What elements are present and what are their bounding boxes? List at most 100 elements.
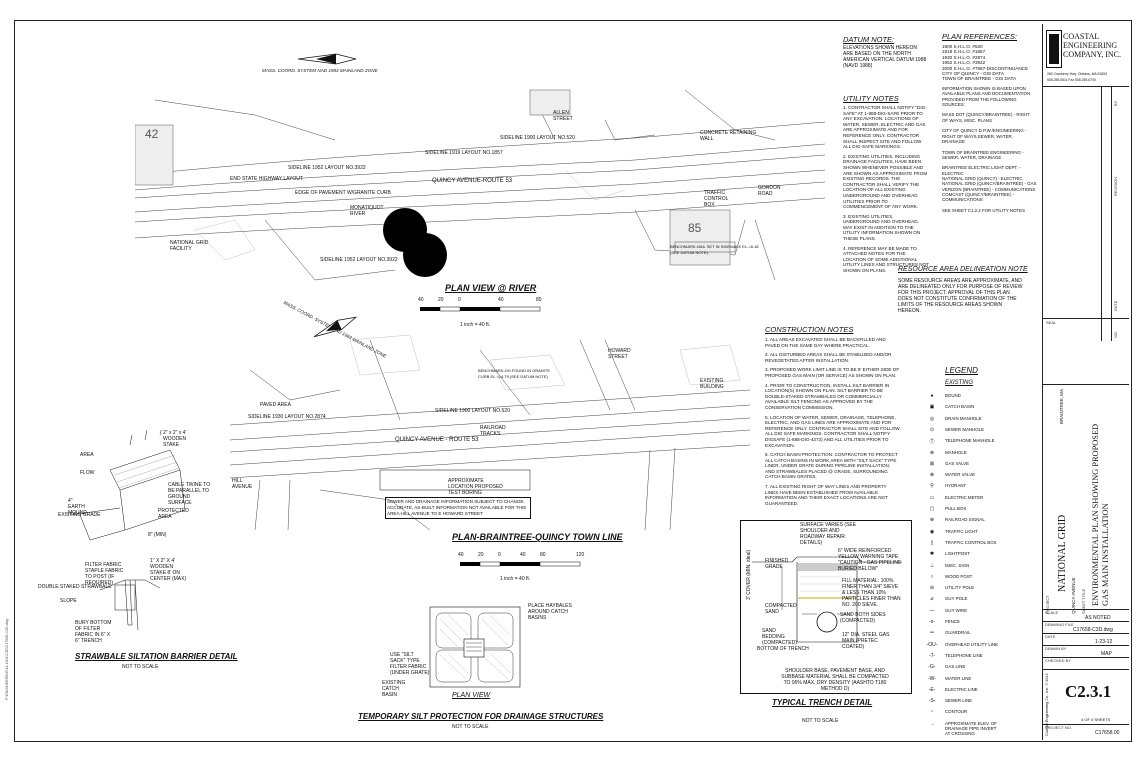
legend-label: HYDRANT <box>945 483 967 489</box>
drawing-file-value: C17658-C3D.dwg <box>1073 627 1113 633</box>
datum-note-text: ELEVATIONS SHOWN HEREON ARE BASED ON THE… <box>843 45 927 69</box>
traffic-control-box-label: TRAFFIC CONTROL BOX <box>704 190 729 208</box>
plan-references-title: PLAN REFERENCES: <box>942 32 1018 41</box>
sideline-1900-label-2: SIDELINE 1900 LAYOUT NO.520 <box>435 408 510 414</box>
legend-symbol-icon: ⊘ <box>929 585 935 592</box>
company-name-line3: COMPANY, INC. <box>1063 50 1122 59</box>
legend-item: ⊙ SEWER MANHOLE <box>930 426 985 433</box>
legend-label: PULL BOX <box>945 506 967 511</box>
construction-note: 2. ALL DISTURBED AREAS SHALL BE STABILIZ… <box>765 352 892 363</box>
strawbale-filter-label: FILTER FABRIC STAPLE FABRIC TO POST (IF … <box>85 562 124 586</box>
legend-label: GUY POLE <box>945 596 968 602</box>
strawbale-existing-label: EXISTING GRADE <box>58 512 101 518</box>
legend-symbol-icon: ⊠ <box>929 460 935 467</box>
legend-symbol-icon: -x- <box>929 619 935 625</box>
legend-symbol-icon: ▣ <box>929 404 935 411</box>
legend-symbol-icon: → <box>929 720 935 727</box>
sideline-1952-label: SIDELINE 1952 LAYOUT NO.3922 <box>288 165 366 171</box>
legend-item: -x-FENCE <box>929 619 960 625</box>
strawbale-double-label: DOUBLE STAKED STRAWBALE <box>38 584 112 590</box>
legend-title: LEGEND <box>945 366 978 375</box>
legend-item: ◎DRAIN MANHOLE <box>930 416 982 422</box>
date-value: 1-23-12 <box>1095 639 1113 645</box>
legend-symbol-icon: ⊥ <box>929 562 935 569</box>
legend-item: -G-GAS LINE <box>928 664 965 670</box>
trench-compacted-label: COMPACTED SAND <box>765 603 797 615</box>
silt-existing-cb-label: EXISTING CATCH BASIN <box>382 680 406 698</box>
legend-item: ═GUARDRAIL <box>930 630 970 636</box>
legend-item: ▯TRAFFIC CONTROL BOX <box>931 540 997 546</box>
legend-label: TELEPHONE LINE <box>945 652 983 658</box>
legend-symbol-icon: -OU- <box>926 641 938 648</box>
date-label: DATE <box>1045 634 1056 639</box>
legend-symbol-icon: ⌀ <box>930 596 934 603</box>
legend-symbol-icon: ◎ <box>929 415 935 422</box>
quincy-avenue-label-1: QUINCY AVENUE-ROUTE 53 <box>432 178 513 184</box>
strawbale-detail-drawing <box>70 430 186 631</box>
strawbale-protected-label: PROTECTED AREA <box>158 508 189 520</box>
scale-tick: 40 <box>498 297 504 303</box>
legend-item: ▭ELECTRIC METER <box>930 495 984 501</box>
legend-symbol-icon: ~ <box>930 709 934 716</box>
silt-protection-title: TEMPORARY SILT PROTECTION FOR DRAINAGE S… <box>358 712 604 721</box>
file-path-stamp: P:\ENGINEERING\11-1304\C3D\C17658-C3D.dw… <box>5 618 9 700</box>
utility-note: 4. REFERENCE MAY BE MADE TO ATTACHED NOT… <box>843 245 929 274</box>
legend-label: TELEPHONE MANHOLE <box>945 438 995 444</box>
end-state-layout-label: END STATE HIGHWAY LAYOUT <box>230 176 303 182</box>
resource-note-text: SOME RESOURCE AREAS ARE APPROXIMATE, AND… <box>898 278 1023 314</box>
quincy-avenue-label-2: QUINCY AVENUE - ROUTE 53 <box>395 437 479 443</box>
paved-area-label: PAVED AREA <box>260 402 291 408</box>
legend-item: ▣CATCH BASIN <box>930 404 975 410</box>
trench-bottom-label: BOTTOM OF TRENCH <box>757 646 809 652</box>
plan-braintree-quincy-drawing <box>230 334 750 530</box>
title-block: COASTAL ENGINEERING COMPANY, INC. 260 Cr… <box>1042 24 1129 740</box>
drawn-by-label: DRAWN BY <box>1045 646 1067 651</box>
scale-tick: 40 <box>418 297 424 303</box>
legend-symbol-icon: -E- <box>928 686 936 693</box>
scale-bar-1 <box>420 306 541 312</box>
allen-street-label: ALLEN STREET <box>553 110 573 122</box>
seal-label: SEAL <box>1046 320 1057 325</box>
scale-tick: 0 <box>458 297 461 303</box>
revision-label: REVISION <box>1113 176 1118 196</box>
railroad-tracks-label: RAILROAD TRACKS <box>480 425 506 437</box>
company-name: COASTAL ENGINEERING COMPANY, INC. <box>1063 32 1121 59</box>
strawbale-area-label: AREA <box>80 452 94 458</box>
strawbale-min-label: 8" (MIN) <box>148 532 167 538</box>
trench-pipe-label: 12" DIA. STEEL GAS MAIN (PRETEC COATED) <box>842 632 890 650</box>
legend-label: SEWER MANHOLE <box>945 426 985 432</box>
hill-avenue-label: HILL AVENUE <box>232 478 253 490</box>
construction-notes-list: 1. ALL AREAS EXCAVATED SHALL BE BACKFILL… <box>765 337 900 510</box>
project-no-label: PROJECT NO. <box>1045 725 1072 730</box>
legend-item: → APPROXIMATE ELEV. OF DRAINAGE PIPE INVE… <box>930 720 1000 736</box>
howard-street-label: HOWARD STREET <box>608 348 631 360</box>
legend-item: ⊕RAILROAD SIGNAL <box>930 517 985 523</box>
strawbale-flow-label: FLOW <box>80 470 95 476</box>
sideline-1930-label: SIDELINE 1930 LAYOUT NO.2874 <box>248 414 326 420</box>
client-name: NATIONAL GRID <box>1057 514 1068 592</box>
trench-detail-box <box>740 520 912 694</box>
scale-text-2: 1 inch = 40 ft. <box>500 576 531 582</box>
legend-label: MISC. SIGN <box>945 562 970 568</box>
legend-symbol-icon: ⊙ <box>929 426 935 433</box>
checked-by-label: CHECKED BY <box>1045 658 1072 663</box>
utility-note: 1. CONTRACTOR SHALL NOTIFY "DIG-SAFE" AT… <box>843 105 927 150</box>
legend-symbol-icon: -T- <box>928 652 936 659</box>
legend-label: UTILITY POLE <box>945 585 975 591</box>
legend-item: ○WOOD POST <box>930 574 972 580</box>
trench-surface-label: SURFACE VARIES (SEE SHOULDER AND ROADWAY… <box>800 522 857 546</box>
legend-label: APPROXIMATE ELEV. OF DRAINAGE PIPE INVER… <box>945 720 997 736</box>
company-name-line2: ENGINEERING <box>1063 41 1118 50</box>
company-address: 260 Cranberry Hwy. Orleans, MA 02653 <box>1047 72 1107 76</box>
legend-item: ⊛MANHOLE <box>930 450 967 456</box>
project-no-value: C17658.00 <box>1095 730 1120 736</box>
legend-item: —GUY WIRE <box>930 608 968 614</box>
company-phone: 508.255.6511 Fax 508.255.6700 <box>1047 78 1096 82</box>
company-name-line1: COASTAL <box>1063 32 1100 41</box>
trench-nts: NOT TO SCALE <box>802 718 839 724</box>
north-arrow-2 <box>313 316 358 338</box>
rev-no-label: NO. <box>1113 330 1118 338</box>
concrete-wall-label: CONCRETE RETAINING WALL <box>700 130 757 142</box>
legend-label: RAILROAD SIGNAL <box>945 517 985 523</box>
construction-note: 5. LOCATION OF WATER, SEWER, DRAINAGE, T… <box>765 414 900 448</box>
